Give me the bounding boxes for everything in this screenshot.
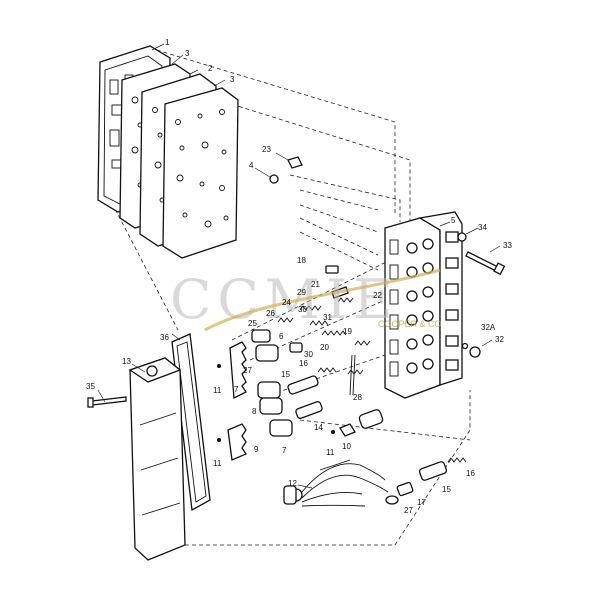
callout-8: 8 — [252, 407, 257, 416]
callout-11-upper: 11 — [213, 386, 222, 395]
bolt-part-35 — [87, 396, 127, 408]
callout-22: 22 — [373, 291, 382, 300]
callout-36: 36 — [160, 333, 169, 342]
callout-16-lower: 16 — [466, 469, 475, 478]
bracket-part-9 — [227, 423, 247, 461]
bolt-part-4 — [254, 167, 279, 184]
long-bolt-part-33 — [465, 251, 506, 276]
callout-12: 12 — [288, 479, 297, 488]
callout-23: 23 — [262, 145, 271, 154]
main-valve-body — [384, 211, 463, 399]
plug-part-34 — [457, 227, 479, 242]
callout-27-lower: 27 — [404, 506, 413, 515]
callout-17: 17 — [417, 498, 426, 507]
callout-29: 29 — [297, 288, 306, 297]
solenoid-part-10 — [339, 409, 384, 437]
callout-3-lower: 3 — [230, 75, 235, 84]
watermark-logo-text: CCMIE — [170, 268, 399, 331]
callout-34: 34 — [478, 223, 487, 232]
plug-part-32 — [461, 342, 481, 358]
watermark: CCMIE COOPER & CO — [170, 268, 442, 332]
callout-2: 2 — [208, 64, 213, 73]
callout-24: 24 — [282, 298, 291, 307]
callout-21: 21 — [311, 280, 320, 289]
callout-7-lower: 7 — [282, 446, 287, 455]
callout-18: 18 — [297, 256, 306, 265]
callout-30b: 30 — [304, 350, 313, 359]
callout-10: 10 — [342, 442, 351, 451]
spool-and-spring-column — [251, 265, 371, 437]
callout-5: 5 — [451, 216, 456, 225]
callout-1: 1 — [165, 38, 170, 47]
callout-25: 25 — [248, 319, 257, 328]
callout-13: 13 — [122, 357, 131, 366]
wiring-harness-part-12 — [283, 459, 389, 507]
callout-30: 30 — [298, 305, 307, 314]
callout-6: 6 — [279, 332, 284, 341]
gasket-plate-rear — [162, 87, 239, 259]
clip-part-23 — [275, 152, 303, 169]
callout-28: 28 — [353, 393, 362, 402]
callout-11-lower: 11 — [213, 459, 222, 468]
callout-19: 19 — [343, 327, 352, 336]
callout-32A: 32A — [481, 323, 496, 332]
callout-15-upper: 15 — [281, 370, 290, 379]
callout-16-upper: 16 — [299, 359, 308, 368]
callout-7-upper: 7 — [234, 385, 239, 394]
callout-20: 20 — [320, 343, 329, 352]
callout-9: 9 — [254, 445, 259, 454]
callout-4: 4 — [249, 161, 254, 170]
callout-14: 14 — [314, 423, 323, 432]
callout-15-lower: 15 — [442, 485, 451, 494]
lower-right-fittings — [385, 457, 467, 505]
callout-31: 31 — [323, 313, 332, 322]
callout-3-upper: 3 — [185, 49, 190, 58]
bracket-part-8 — [229, 341, 247, 400]
callout-32: 32 — [495, 335, 504, 344]
gasket-part-36 — [171, 333, 211, 512]
callout-leaders — [97, 43, 501, 489]
bolts-part-11 — [217, 364, 335, 442]
callout-35: 35 — [86, 382, 95, 391]
callout-27-upper: 27 — [243, 366, 252, 375]
watermark-sub-text: COOPER & CO — [378, 319, 442, 329]
callout-26: 26 — [266, 309, 275, 318]
callout-11-right: 11 — [326, 448, 335, 457]
callout-labels: 1 2 3 3 4 23 5 34 33 32A 32 18 21 29 24 … — [86, 38, 512, 515]
alignment-lines — [111, 47, 471, 546]
cover-part-13 — [128, 357, 186, 561]
callout-33: 33 — [503, 241, 512, 250]
